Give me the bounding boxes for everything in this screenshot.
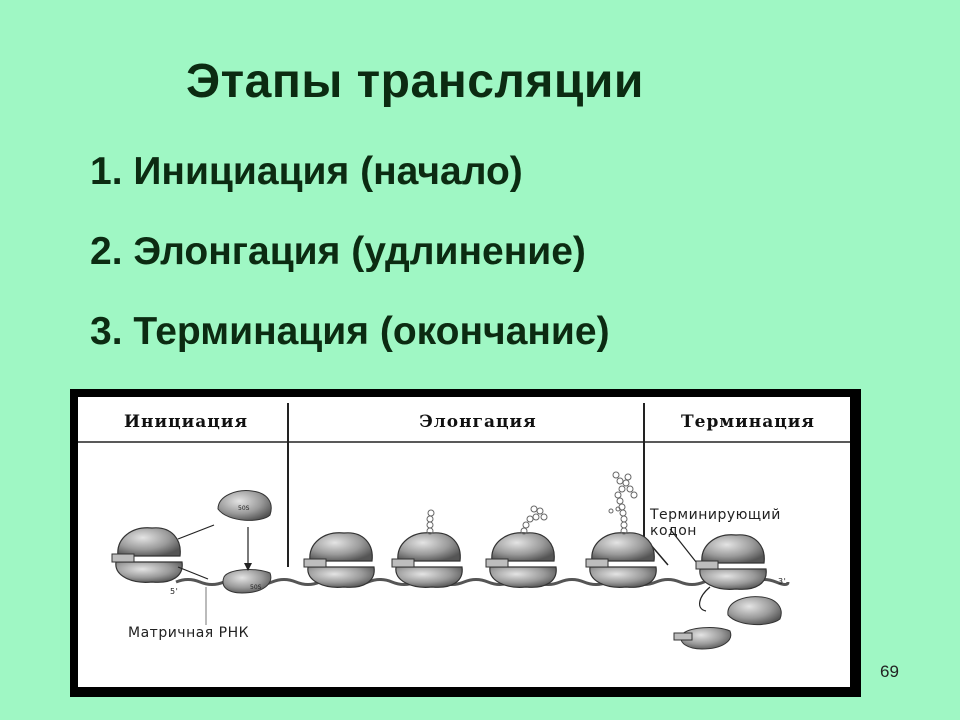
terminating-codon-label-2: кодон xyxy=(650,523,697,539)
header-initiation: Инициация xyxy=(123,412,249,432)
ribosome-termination xyxy=(695,534,767,590)
large-subunit-label: 50S xyxy=(238,505,250,512)
release-arrow xyxy=(699,586,711,612)
stage-initiation: 1. Инициация (начало) xyxy=(90,150,523,193)
ribosome-elongation-1 xyxy=(303,532,375,588)
codon-pointer-arrow xyxy=(669,528,701,568)
diagram-drawing: 50S 50S xyxy=(78,403,850,650)
five-prime-label: 5' xyxy=(170,587,179,596)
small-subunit-label: 50S xyxy=(250,584,262,591)
ribosome-elongation-3 xyxy=(485,532,557,588)
slide-title: Этапы трансляции xyxy=(186,55,644,108)
large-subunit-free xyxy=(217,490,272,521)
released-trna xyxy=(673,632,693,641)
assembly-arrowhead xyxy=(244,563,252,571)
translation-diagram: 50S 50S Инициация xyxy=(70,389,861,697)
dissociation-arrow-down xyxy=(177,566,209,580)
mrna-strand xyxy=(175,578,790,586)
mrna-label: Матричная РНК xyxy=(128,625,250,641)
ribosome-elongation-2 xyxy=(391,532,463,588)
dissociation-arrow-up xyxy=(177,524,215,540)
header-elongation: Элонгация xyxy=(419,412,537,432)
released-small-subunit xyxy=(680,627,732,650)
stage-elongation: 2. Элонгация (удлинение) xyxy=(90,230,586,273)
stage-list: 1. Инициация (начало) 2. Элонгация (удли… xyxy=(90,145,610,385)
three-prime-label: 3' xyxy=(778,577,787,586)
terminating-codon-label-1: Терминирующий xyxy=(650,507,781,523)
ribosome-initiation-whole xyxy=(111,527,183,583)
diagram-canvas: 50S 50S Инициация xyxy=(78,397,850,687)
stage-termination: 3. Терминация (окончание) xyxy=(90,310,610,353)
small-subunit-bound xyxy=(222,569,272,594)
ribosome-elongation-4 xyxy=(585,532,657,588)
released-large-subunit xyxy=(727,596,782,625)
header-termination: Терминация xyxy=(681,412,815,432)
page-number: 69 xyxy=(880,662,899,681)
peptide-chains xyxy=(426,471,638,535)
